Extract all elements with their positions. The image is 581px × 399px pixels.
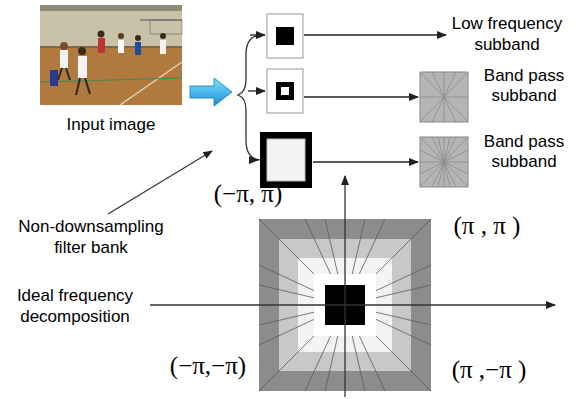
output-label: Low frequency subband bbox=[443, 13, 571, 55]
input-image: Input image bbox=[40, 5, 182, 135]
annotation-label: Ideal frequency decomposition bbox=[4, 285, 146, 327]
subband-square bbox=[420, 137, 468, 187]
axis-arrow bbox=[344, 176, 345, 397]
node-label: Band pass subband bbox=[474, 66, 574, 106]
coordinate-label: (π , π ) bbox=[437, 212, 537, 240]
coordinate-label: (π ,−π ) bbox=[437, 356, 541, 384]
output-arrow bbox=[313, 161, 418, 162]
branch-arrow bbox=[248, 90, 265, 91]
leader-arrow bbox=[108, 151, 212, 214]
annotation-label: Non-downsampling filter bank bbox=[6, 216, 176, 258]
subband-node: Band pass subband bbox=[474, 66, 574, 106]
coordinate-label: (−π, π) bbox=[198, 180, 298, 208]
output-arrow bbox=[304, 34, 446, 35]
process-arrow bbox=[190, 78, 232, 106]
output-arrow bbox=[304, 96, 418, 97]
split-brace bbox=[238, 35, 262, 160]
axis-arrow bbox=[150, 304, 555, 305]
lowpass-filter bbox=[267, 14, 303, 58]
highpass-filter bbox=[260, 132, 312, 188]
branch-arrow bbox=[250, 34, 265, 35]
node-label: Band pass subband bbox=[474, 132, 574, 172]
subband-square bbox=[420, 72, 468, 122]
coordinate-label: (−π,−π) bbox=[160, 352, 256, 380]
input-photo bbox=[40, 5, 182, 105]
branch-arrow bbox=[250, 159, 258, 160]
subband-node: Band pass subband bbox=[474, 132, 574, 172]
bandpass-filter bbox=[267, 69, 303, 113]
node-label: Input image bbox=[40, 115, 182, 135]
